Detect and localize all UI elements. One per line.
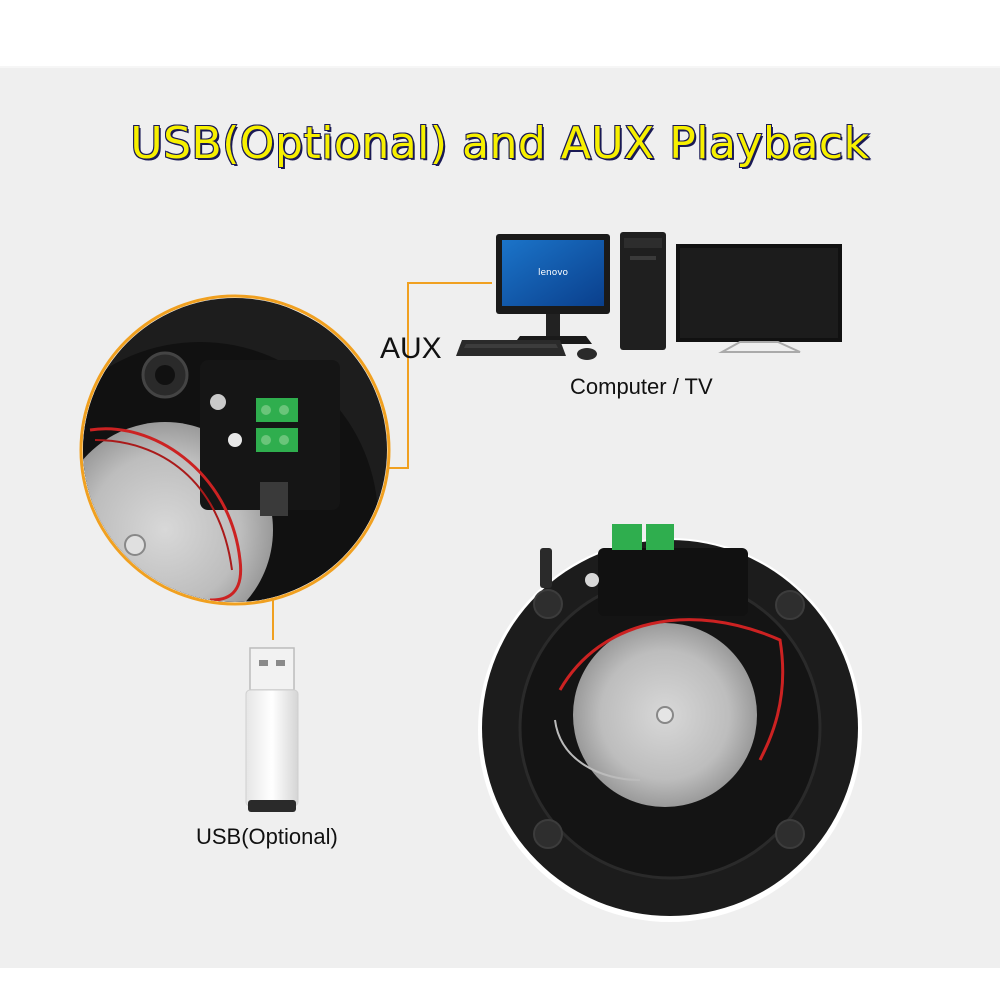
page-title: USB(Optional) and AUX Playback (129, 117, 870, 170)
usb-drive-icon (245, 647, 299, 812)
computer-tv-label: Computer / TV (570, 374, 713, 399)
desktop-computer-icon: lenovo (496, 232, 666, 350)
speaker-icon (478, 524, 862, 922)
usb-label: USB(Optional) (196, 824, 338, 849)
zoom-detail-circle (79, 294, 391, 606)
mouse-icon (577, 348, 597, 360)
keyboard-icon (456, 340, 566, 356)
monitor-brand-text: lenovo (538, 268, 569, 278)
tv-monitor-icon (676, 244, 842, 353)
aux-label: AUX (380, 332, 442, 365)
top-stripe (0, 66, 1000, 68)
